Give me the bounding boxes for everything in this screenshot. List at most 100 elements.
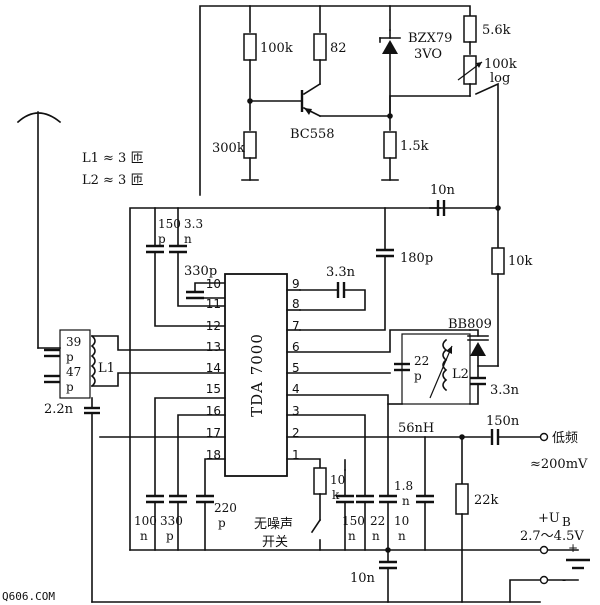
resistor-22k xyxy=(455,483,469,515)
supply-section: +U B 2.7～4.5V + - xyxy=(509,511,590,603)
ic-pin-18: 18 xyxy=(206,448,221,462)
label-bc558: BC558 xyxy=(290,127,335,142)
label-output-title: 低频 xyxy=(552,431,578,446)
label-c22n-num: 22 xyxy=(370,514,385,528)
label-c150n-out: 150n xyxy=(486,414,520,429)
label-c330p-b-unit: p xyxy=(166,529,174,543)
watermark: Q606.COM xyxy=(2,590,55,603)
label-10k: 10k xyxy=(508,254,533,269)
capacitor-10n-bottom: 10n xyxy=(350,549,397,603)
bottom-right-network: 10 k 无噪声 开关 150 n 22 n 10 n xyxy=(254,394,588,603)
ic-name: TDA 7000 xyxy=(248,333,266,417)
label-100k: 100k xyxy=(260,41,293,56)
label-1k5: 1.5k xyxy=(400,139,429,154)
label-l2-mark: L2 xyxy=(452,367,469,382)
label-zener-voltage: 3VO xyxy=(414,47,442,62)
ic-pin-8: 8 xyxy=(292,297,300,311)
ic-pin-6: 6 xyxy=(292,340,300,354)
capacitor-10n-top: 10n xyxy=(430,183,456,216)
varactor-bb809 xyxy=(470,342,486,356)
label-mute-line1: 无噪声 xyxy=(254,517,293,532)
label-c1n8-num: 1.8 xyxy=(394,479,413,493)
ic-pin-9: 9 xyxy=(292,277,300,291)
label-c150p-num: 150 xyxy=(158,217,181,231)
label-c39p-unit: p xyxy=(66,350,74,364)
potentiometer-100k-log xyxy=(463,55,477,85)
label-c3n3-num: 3.3 xyxy=(184,217,203,231)
label-supply-range: 2.7～4.5V xyxy=(520,529,584,544)
oscillator-tank: 22 p L2 56nH BB809 3.3n 10k xyxy=(286,205,533,436)
label-c100n-num: 100 xyxy=(134,514,157,528)
label-c150n-b-unit: n xyxy=(348,529,356,543)
label-c1n8-unit: n xyxy=(402,494,410,508)
label-mute-line2: 开关 xyxy=(262,535,288,550)
ic-pin-12: 12 xyxy=(206,319,221,333)
label-82: 82 xyxy=(330,41,347,56)
ic-pin-1: 1 xyxy=(292,448,300,462)
label-300k: 300k xyxy=(212,141,245,156)
ic-pin-3: 3 xyxy=(292,404,300,418)
label-c47p-unit: p xyxy=(66,380,74,394)
capacitor-180p: 180p xyxy=(299,207,433,331)
label-c3n3-b: 3.3n xyxy=(326,265,356,280)
label-supply-subscript: B xyxy=(562,515,571,529)
tda7000-ic: TDA 7000 10 11 12 13 14 15 16 17 18 9 8 … xyxy=(206,273,301,477)
supply-negative-terminal[interactable] xyxy=(539,575,549,585)
label-c10n-top: 10n xyxy=(430,183,456,198)
label-c100n-unit: n xyxy=(140,529,148,543)
label-c220p-unit: p xyxy=(218,516,226,530)
label-bb809: BB809 xyxy=(448,317,492,332)
resistor-5k6 xyxy=(463,15,477,43)
label-c330p-b-num: 330 xyxy=(160,514,183,528)
resistor-1k5 xyxy=(383,131,397,159)
label-c22p-num: 22 xyxy=(414,354,429,368)
label-c180p: 180p xyxy=(400,251,433,266)
label-c3n3-unit: n xyxy=(184,232,192,246)
top-bias-network: 100k 300k 82 BC558 BZX79 3VO 1.5k xyxy=(199,5,517,206)
ic-pin-15: 15 xyxy=(206,382,221,396)
label-l1-turns: L1 ≈ 3 匝 xyxy=(82,151,143,166)
supply-positive-terminal[interactable] xyxy=(539,545,549,555)
label-bzx79: BZX79 xyxy=(408,31,452,46)
ic-pin-4: 4 xyxy=(292,382,300,396)
ic-pin-16: 16 xyxy=(206,404,221,418)
antenna-section: L1 ≈ 3 匝 L2 ≈ 3 匝 39 p 47 p L1 2.2n xyxy=(16,111,226,603)
resistor-10k xyxy=(491,247,505,275)
label-5k6: 5.6k xyxy=(482,23,511,38)
ic-pin-13: 13 xyxy=(206,340,221,354)
ic-pin-11: 11 xyxy=(206,297,221,311)
resistor-82 xyxy=(313,33,327,61)
ic-pin-17: 17 xyxy=(206,426,221,440)
label-c3n3-osc: 3.3n xyxy=(490,383,520,398)
label-l2-inductance: 56nH xyxy=(398,421,434,436)
label-c10n-b-unit: n xyxy=(398,529,406,543)
label-c2n2: 2.2n xyxy=(44,402,74,417)
label-c150p-unit: p xyxy=(158,232,166,246)
label-22k: 22k xyxy=(474,493,499,508)
label-c10n-bottom: 10n xyxy=(350,571,376,586)
label-c39p-num: 39 xyxy=(66,335,81,349)
ic-pin-10: 10 xyxy=(206,277,221,291)
coil-l2 xyxy=(442,338,448,392)
audio-output-terminal[interactable] xyxy=(539,432,549,442)
label-output-level: ≈200mV xyxy=(530,457,588,472)
label-c10n-b-num: 10 xyxy=(394,514,409,528)
label-c22n-unit: n xyxy=(372,529,380,543)
capacitor-3n3-b: 3.3n xyxy=(299,265,366,311)
ic-body xyxy=(224,273,288,477)
ic-pin-5: 5 xyxy=(292,361,300,375)
label-l1-mark: L1 xyxy=(98,361,115,376)
mute-switch[interactable] xyxy=(310,518,322,534)
label-c47p-num: 47 xyxy=(66,365,81,379)
label-c330p: 330p xyxy=(184,264,217,279)
label-r10k-mute-num: 10 xyxy=(330,473,345,487)
label-c22p-unit: p xyxy=(414,369,422,383)
resistor-100k xyxy=(243,33,257,61)
ic-pin-7: 7 xyxy=(292,319,300,333)
ic-pin-2: 2 xyxy=(292,426,300,440)
label-supply-symbol: +U xyxy=(538,511,560,526)
resistor-10k-mute xyxy=(313,467,327,495)
zener-bzx79 xyxy=(382,40,398,54)
antenna-symbol xyxy=(16,112,62,124)
ic-pin-14: 14 xyxy=(206,361,221,375)
